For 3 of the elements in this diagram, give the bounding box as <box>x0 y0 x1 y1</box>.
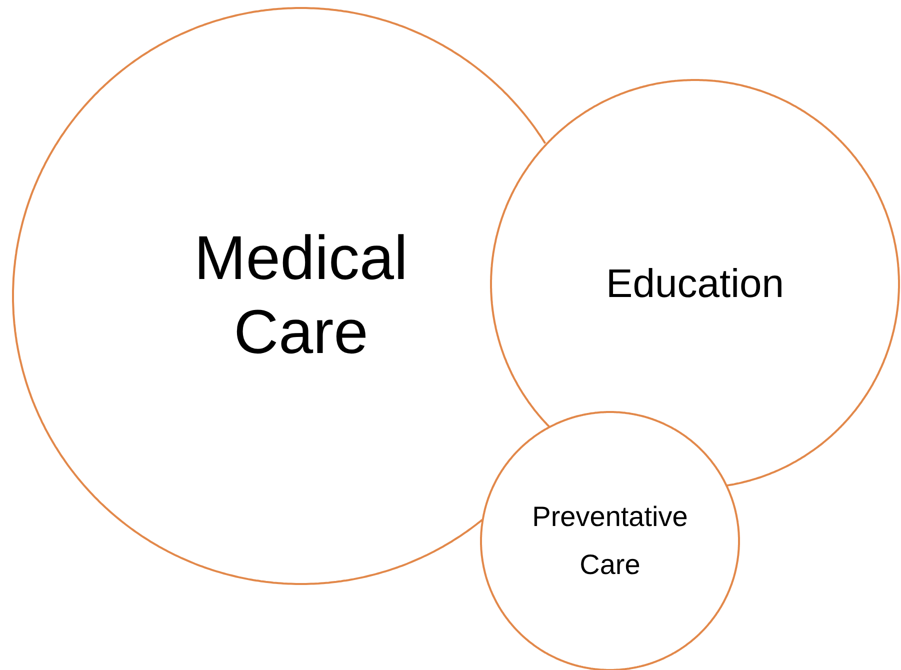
circle-label: Education <box>606 261 784 308</box>
circle-label: Preventative Care <box>531 500 689 582</box>
circle-label: Medical Care <box>193 222 409 369</box>
